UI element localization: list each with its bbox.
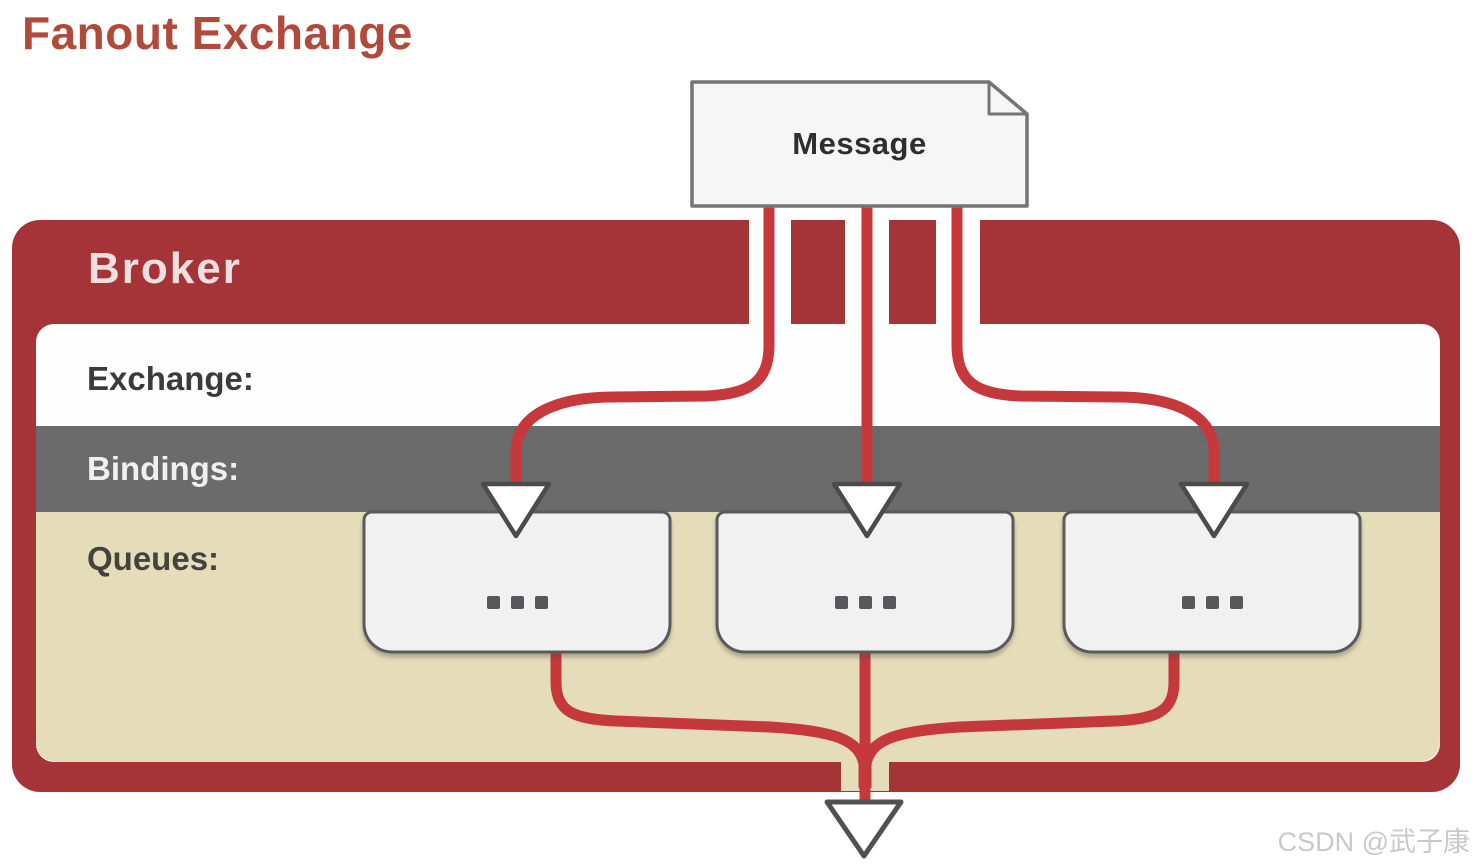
binding-down-arrow-icon xyxy=(480,481,552,539)
bindings-row-label: Bindings: xyxy=(87,450,240,487)
dot xyxy=(1182,596,1195,609)
queues-row-label: Queues: xyxy=(87,540,220,577)
queue-box-3 xyxy=(1062,510,1362,654)
folded-corner-icon xyxy=(987,82,1027,116)
dot xyxy=(1230,596,1243,609)
dot xyxy=(487,596,500,609)
dot xyxy=(859,596,872,609)
message-flow-line-right xyxy=(951,206,1220,482)
message-node xyxy=(690,80,1029,208)
queue-output-line-left xyxy=(550,640,870,788)
broker-label: Broker xyxy=(88,244,242,293)
binding-down-arrow-icon xyxy=(1178,481,1250,539)
dot xyxy=(1206,596,1219,609)
queue-1-ellipsis-icon xyxy=(487,596,548,609)
queue-2-ellipsis-icon xyxy=(835,596,896,609)
dot xyxy=(511,596,524,609)
dot xyxy=(535,596,548,609)
watermark: CSDN @武子康 xyxy=(1277,827,1470,857)
dot xyxy=(883,596,896,609)
queue-3-ellipsis-icon xyxy=(1182,596,1243,609)
message-flow-line-left xyxy=(510,206,775,482)
dot xyxy=(835,596,848,609)
queue-output-line-right xyxy=(860,640,1180,788)
output-down-arrow-icon xyxy=(824,799,904,859)
queue-box-1 xyxy=(362,510,672,654)
exchange-row-label: Exchange: xyxy=(87,360,254,397)
binding-down-arrow-icon xyxy=(831,481,903,539)
page-title: Fanout Exchange xyxy=(22,7,413,59)
message-node-label: Message xyxy=(792,126,927,161)
queue-box-2 xyxy=(715,510,1015,654)
document-note-icon xyxy=(690,80,1029,208)
